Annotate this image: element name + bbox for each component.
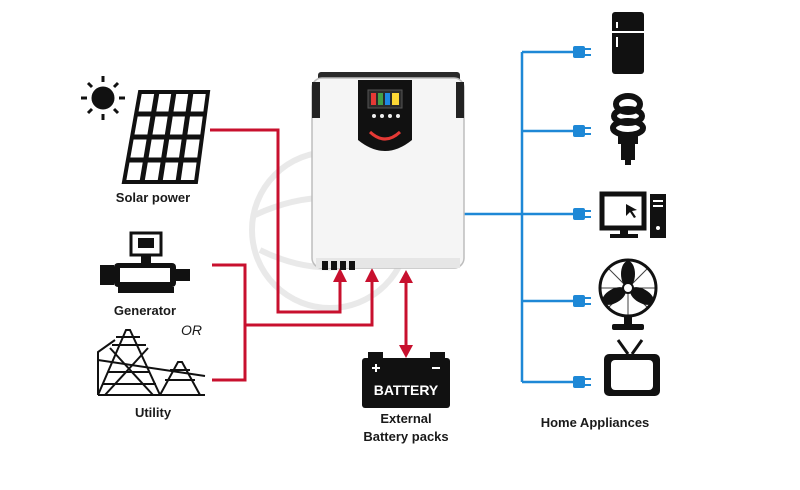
grid-arrow — [365, 268, 379, 282]
battery-text: BATTERY — [374, 382, 439, 398]
solar-wire — [210, 128, 342, 314]
grid-wire — [212, 263, 374, 382]
or-label: OR — [181, 322, 202, 338]
utility-pylon-icon — [97, 329, 206, 396]
home-appliances-label: Home Appliances — [540, 415, 650, 430]
sun-icon — [81, 76, 125, 120]
plug-icons — [573, 46, 591, 388]
tv-icon — [604, 339, 660, 396]
solar-label: Solar power — [115, 190, 191, 205]
generator-icon — [100, 231, 190, 293]
solar-arrow — [333, 268, 347, 282]
refrigerator-icon — [612, 12, 644, 74]
battery-label-line2: Battery packs — [363, 429, 449, 444]
battery-icon: BATTERY — [362, 352, 450, 408]
utility-label: Utility — [134, 405, 172, 420]
inverter-icon — [311, 72, 465, 270]
computer-icon — [599, 191, 666, 238]
battery-label-line1: External — [380, 411, 432, 426]
appliance-bus — [455, 50, 575, 384]
solar-panel-icon — [121, 90, 211, 184]
battery-arrow — [399, 270, 413, 358]
lightbulb-icon — [610, 93, 646, 165]
generator-label: Generator — [113, 303, 177, 318]
fan-icon — [598, 258, 658, 330]
